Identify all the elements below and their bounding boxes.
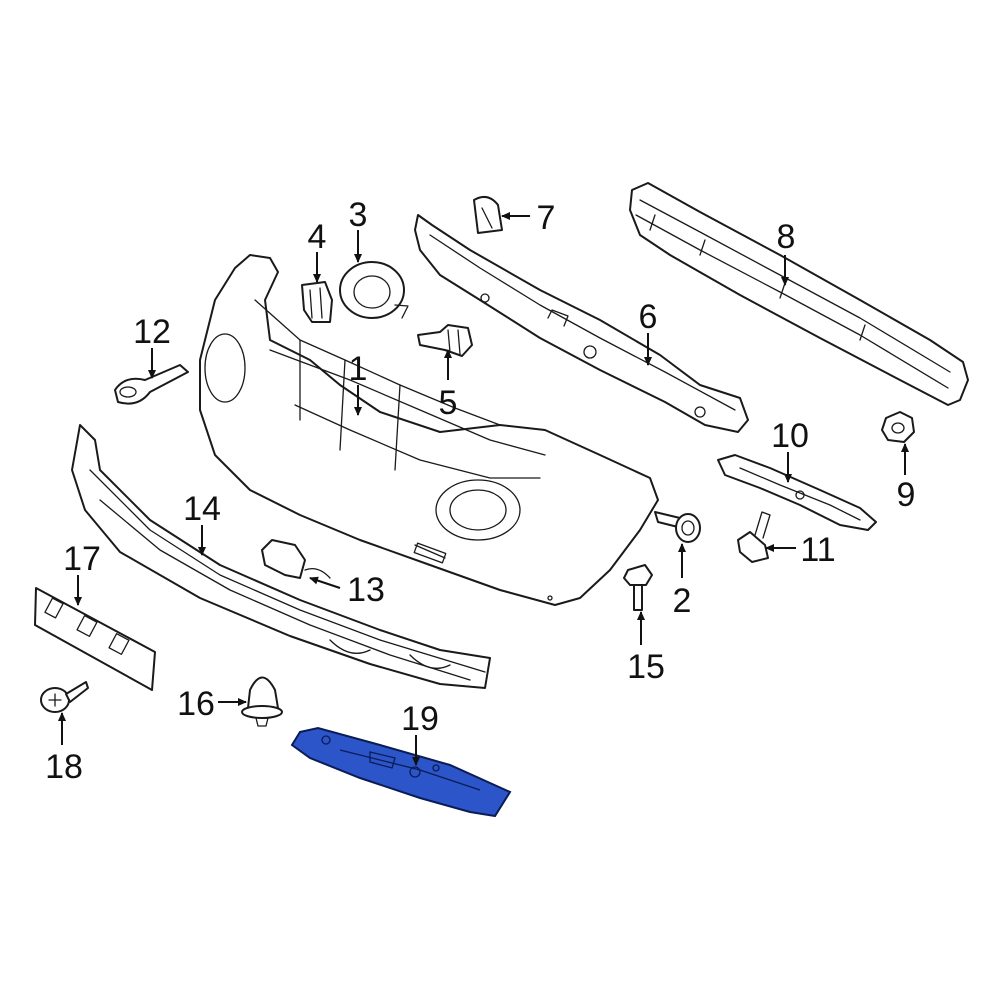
callout-12: 12 xyxy=(133,313,171,351)
part-5-pushpin xyxy=(417,324,473,357)
part-16-push-clip xyxy=(241,676,283,727)
callout-13: 13 xyxy=(347,571,385,609)
part-4-clip xyxy=(301,281,333,323)
part-3-ring xyxy=(339,261,409,319)
part-6-upper-bracket xyxy=(414,214,749,433)
callout-15: 15 xyxy=(627,648,665,686)
callout-4: 4 xyxy=(308,218,327,256)
part-1-bumper-cover xyxy=(199,254,659,606)
callout-1: 1 xyxy=(349,350,368,388)
leader-arrows xyxy=(58,212,909,766)
part-11-clip xyxy=(737,511,771,563)
part-13-sensor xyxy=(261,539,331,579)
callout-14: 14 xyxy=(183,490,221,528)
callout-10: 10 xyxy=(771,417,809,455)
part-18-screw xyxy=(40,681,89,713)
callout-11: 11 xyxy=(800,531,835,569)
callout-3: 3 xyxy=(349,196,368,234)
part-2-flange-bolt xyxy=(654,511,701,543)
callout-labels: 1 2 3 4 5 6 7 8 9 10 11 12 13 14 15 16 1… xyxy=(45,196,915,786)
callout-5: 5 xyxy=(439,384,458,422)
part-10-side-bracket xyxy=(717,454,877,531)
callout-7: 7 xyxy=(537,199,556,237)
part-15-bolt xyxy=(623,564,653,611)
callout-8: 8 xyxy=(777,218,796,256)
part-19-splash-shield-highlighted xyxy=(290,726,512,818)
part-12-tow-hook xyxy=(114,364,189,405)
callout-2: 2 xyxy=(673,582,692,620)
part-14-lower-valance xyxy=(71,424,491,689)
callout-17: 17 xyxy=(63,540,101,578)
callout-18: 18 xyxy=(45,748,83,786)
callout-9: 9 xyxy=(897,476,916,514)
callout-16: 16 xyxy=(177,685,215,723)
callout-19: 19 xyxy=(401,700,439,738)
part-9-nut xyxy=(881,411,915,443)
part-17-license-bracket xyxy=(34,587,156,691)
part-8-reinforcement xyxy=(629,182,969,406)
part-7-cap xyxy=(473,195,503,234)
callout-6: 6 xyxy=(639,298,658,336)
